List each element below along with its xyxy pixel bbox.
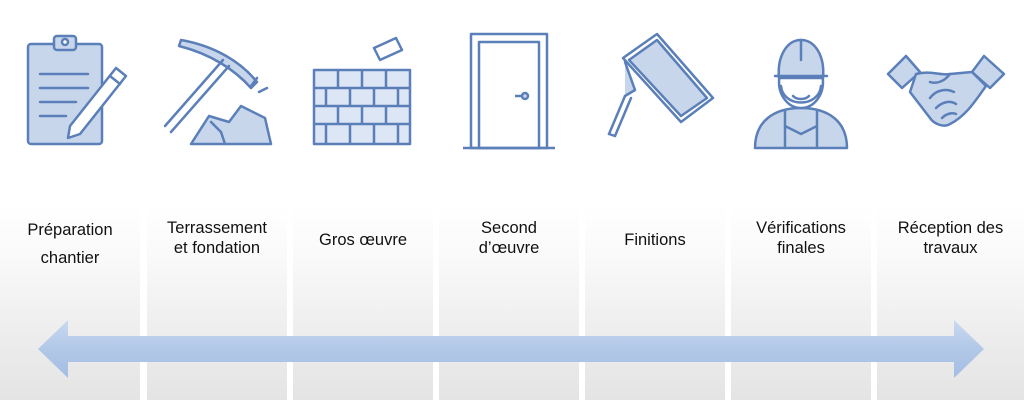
step-card-finitions: Finitions: [585, 204, 725, 400]
step-label: Vérifications finales: [756, 219, 846, 257]
timeline-double-arrow: [38, 320, 984, 378]
step-label: Préparation chantier: [27, 221, 113, 267]
step-label: Finitions: [624, 231, 686, 249]
handshake-icon: [886, 26, 1006, 156]
step-card-terrassement: Terrassement et fondation: [147, 204, 287, 400]
step-card-reception-travaux: Réception des travaux: [877, 204, 1024, 400]
step-card-gros-oeuvre: Gros œuvre: [293, 204, 433, 400]
step-card-preparation-chantier: Préparation chantier: [0, 204, 140, 400]
paint-roller-icon: [595, 26, 715, 156]
step-label: Réception des travaux: [897, 219, 1004, 257]
step-card-verifications-finales: Vérifications finales: [731, 204, 871, 400]
step-card-second-oeuvre: Second d’œuvre: [439, 204, 579, 400]
step-label: Gros œuvre: [318, 231, 407, 249]
door-icon: [449, 26, 569, 156]
pickaxe-icon: [155, 26, 275, 156]
step-label: Terrassement et fondation: [167, 219, 267, 257]
step-label: Second d’œuvre: [478, 219, 540, 257]
worker-helmet-icon: [741, 26, 861, 156]
clipboard-pencil-icon: [10, 26, 130, 156]
brick-wall-icon: [302, 26, 422, 156]
